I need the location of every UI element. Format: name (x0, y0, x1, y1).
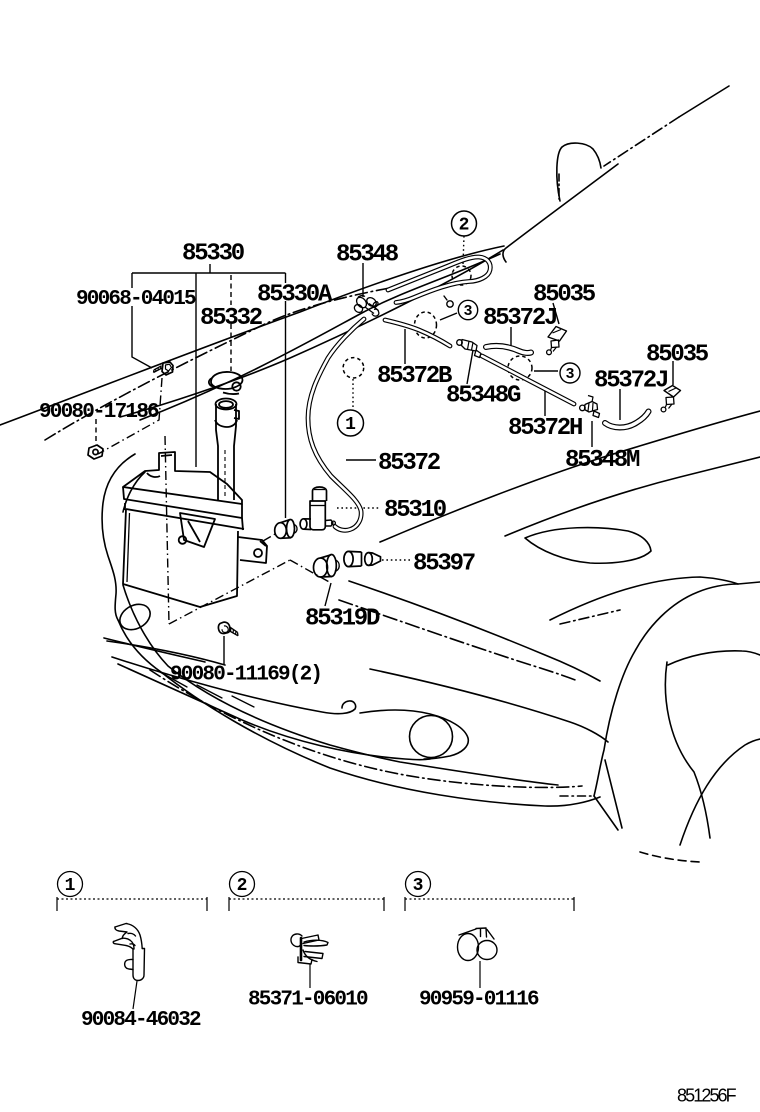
svg-text:85348: 85348 (336, 242, 399, 269)
svg-text:85372: 85372 (378, 450, 440, 477)
svg-text:85348M: 85348M (565, 447, 640, 474)
svg-text:85372J: 85372J (483, 305, 556, 332)
svg-text:1: 1 (345, 415, 356, 435)
svg-text:85397: 85397 (413, 551, 475, 578)
svg-text:85332: 85332 (200, 305, 262, 332)
svg-text:90068-04015: 90068-04015 (76, 288, 196, 311)
svg-text:90080-11169(2): 90080-11169(2) (170, 664, 321, 687)
svg-text:85372B: 85372B (377, 363, 452, 390)
svg-text:2: 2 (237, 876, 248, 896)
svg-text:85319D: 85319D (305, 606, 380, 633)
svg-text:90080-17186: 90080-17186 (39, 401, 159, 424)
svg-text:85035: 85035 (646, 342, 709, 369)
svg-text:90084-46032: 90084-46032 (81, 1009, 201, 1032)
svg-text:90959-01116: 90959-01116 (419, 989, 539, 1012)
svg-text:3: 3 (463, 303, 472, 320)
svg-text:1: 1 (65, 876, 76, 896)
svg-text:85372H: 85372H (508, 415, 582, 442)
svg-text:85371-06010: 85371-06010 (248, 989, 368, 1012)
svg-text:85035: 85035 (533, 281, 596, 308)
svg-text:85348G: 85348G (446, 383, 521, 410)
svg-text:3: 3 (413, 876, 424, 896)
svg-text:85372J: 85372J (594, 368, 667, 395)
svg-text:85330: 85330 (182, 241, 245, 268)
svg-text:3: 3 (565, 366, 574, 383)
svg-text:85330A: 85330A (257, 281, 333, 308)
svg-text:851256F: 851256F (677, 1086, 737, 1106)
svg-text:85310: 85310 (384, 497, 447, 524)
svg-text:2: 2 (459, 216, 470, 236)
